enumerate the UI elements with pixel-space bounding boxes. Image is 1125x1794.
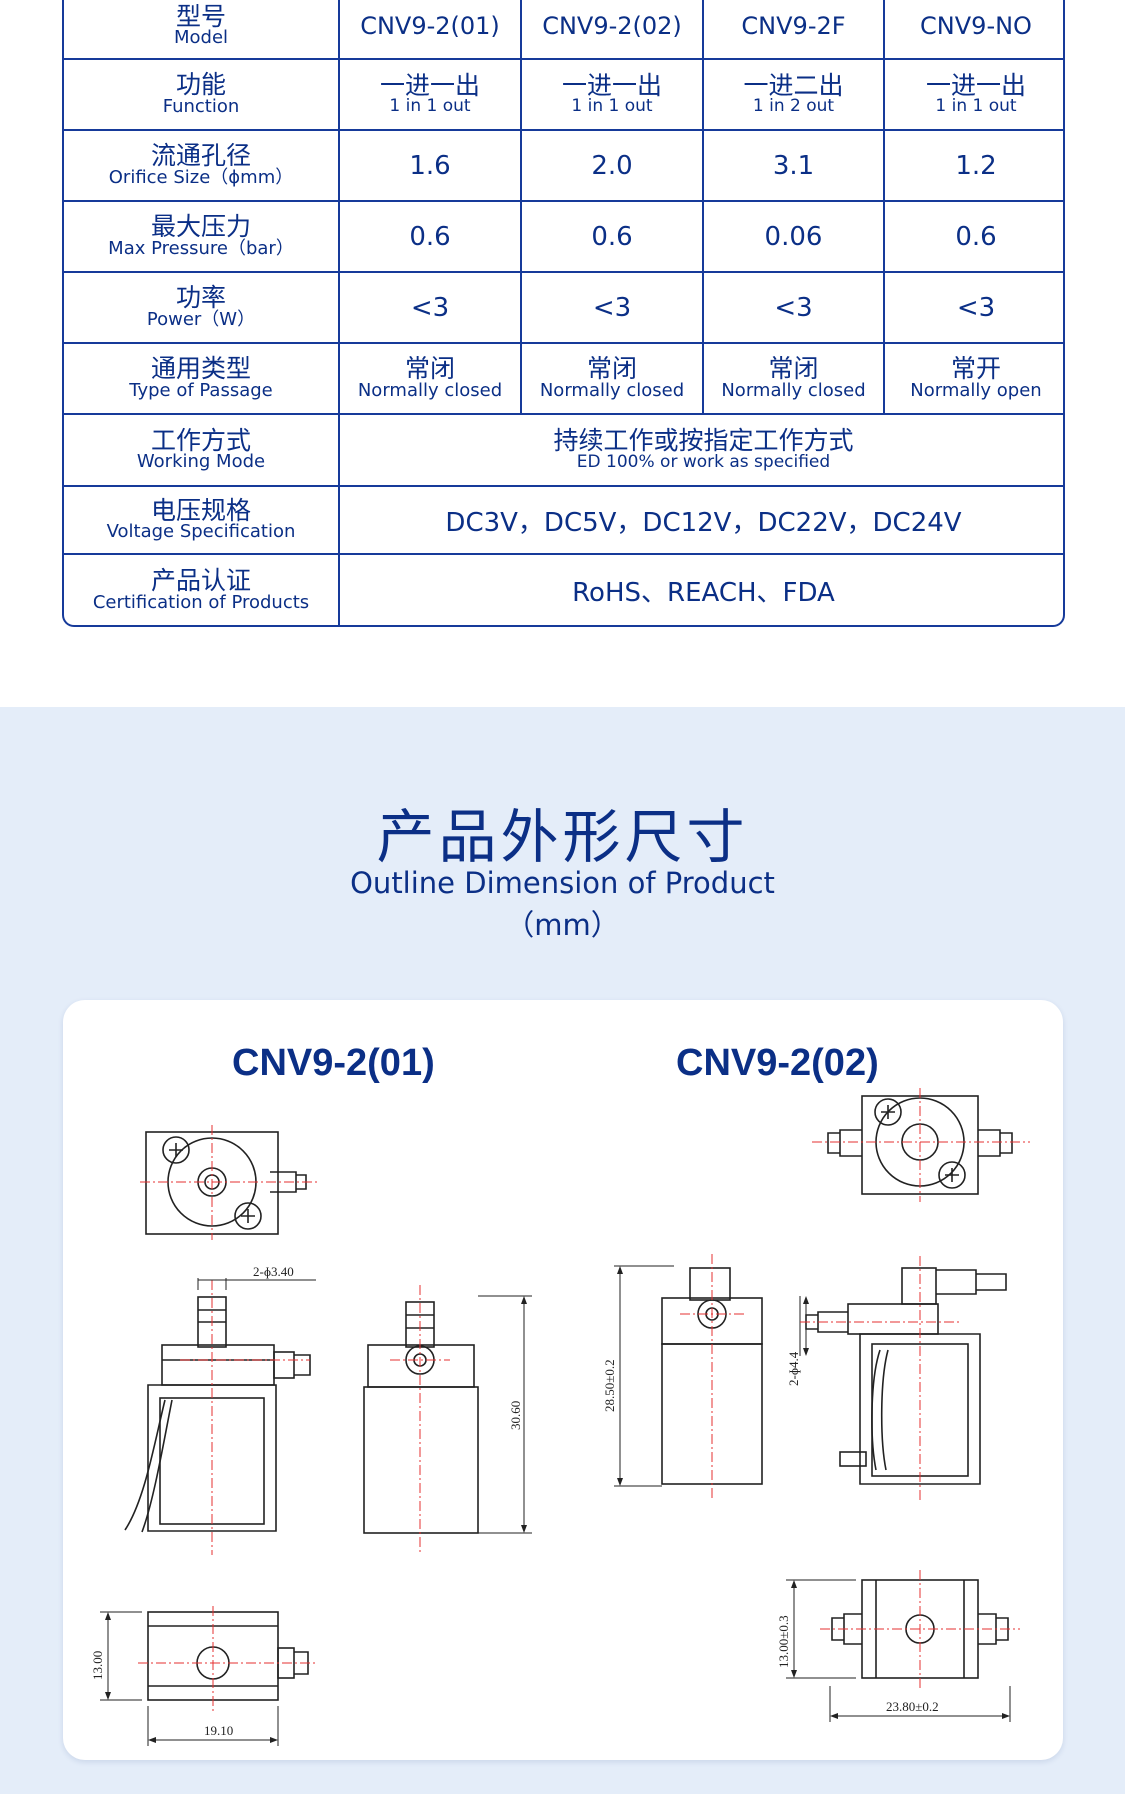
table-cell: <3 xyxy=(338,271,522,344)
model-cell: CNV9-2(02) xyxy=(520,0,704,60)
table-cell: 1.2 xyxy=(883,129,1063,202)
merged-cell: DC3V，DC5V，DC12V，DC22V，DC24V xyxy=(338,485,1063,555)
outline-subtitle: Outline Dimension of Product xyxy=(350,866,775,900)
model-cell: CNV9-NO xyxy=(883,0,1063,60)
product-title-01: CNV9-2(01) xyxy=(232,1042,435,1084)
dim-depth-02: 13.00±0.3 xyxy=(776,1615,791,1668)
dim-depth-01: 13.00 xyxy=(90,1651,105,1680)
table-cell: <3 xyxy=(883,271,1063,344)
model-cell: CNV9-2(01) xyxy=(338,0,522,60)
table-cell: 3.1 xyxy=(702,129,885,202)
table-cell: 0.6 xyxy=(338,200,522,273)
product-01-top-view xyxy=(140,1125,318,1240)
product-01-side-view xyxy=(363,1285,532,1553)
table-cell: 0.6 xyxy=(883,200,1063,273)
table-cell: <3 xyxy=(520,271,704,344)
product-02-top-view xyxy=(812,1088,1030,1202)
outline-title: 产品外形尺寸 xyxy=(376,803,749,871)
product-02-side-view xyxy=(799,1256,1007,1500)
outline-unit: （mm） xyxy=(505,908,620,942)
table-cell: 1.6 xyxy=(338,129,522,202)
table-cell: 0.06 xyxy=(702,200,885,273)
table-cell: <3 xyxy=(702,271,885,344)
dim-hole-02: 2-ɸ4.4 xyxy=(786,1351,801,1386)
dim-height-01: 30.60 xyxy=(508,1401,523,1430)
model-cell: CNV9-2F xyxy=(702,0,885,60)
drawing-card xyxy=(63,1000,1063,1760)
dim-height-02: 28.50±0.2 xyxy=(602,1359,617,1412)
product-02-front-view xyxy=(614,1254,763,1500)
dim-width-02: 23.80±0.2 xyxy=(886,1699,939,1714)
table-cell: 2.0 xyxy=(520,129,704,202)
product-01-bottom-view xyxy=(100,1606,316,1746)
table-cell: 0.6 xyxy=(520,200,704,273)
dim-hole-01: 2-ɸ3.40 xyxy=(253,1264,294,1279)
product-title-02: CNV9-2(02) xyxy=(676,1042,879,1084)
dim-width-01: 19.10 xyxy=(204,1723,233,1738)
product-02-bottom-view xyxy=(786,1570,1020,1722)
product-01-front-view xyxy=(124,1278,316,1555)
merged-cell: RoHS、REACH、FDA xyxy=(338,553,1063,625)
